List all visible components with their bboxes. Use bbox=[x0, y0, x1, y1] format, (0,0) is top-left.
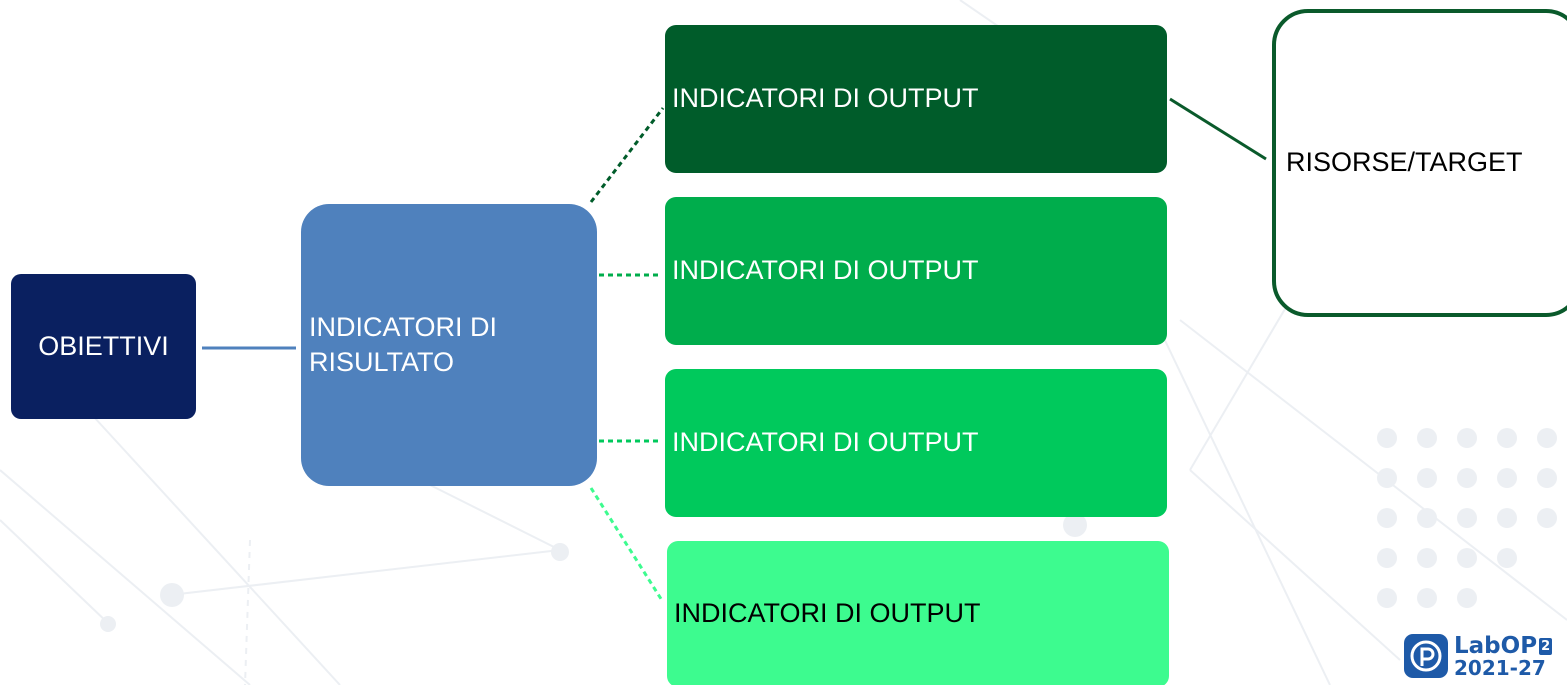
node-output-4-label: INDICATORI DI OUTPUT bbox=[674, 598, 981, 629]
pattern-dot bbox=[1537, 468, 1557, 488]
node-indicatori-di-output-4: INDICATORI DI OUTPUT bbox=[667, 541, 1169, 685]
pattern-dot bbox=[1417, 508, 1437, 528]
pattern-dot bbox=[1537, 508, 1557, 528]
pattern-dot bbox=[1497, 468, 1517, 488]
pattern-dot bbox=[1457, 468, 1477, 488]
logo-name: LabOP 2 bbox=[1454, 632, 1553, 659]
pattern-dot bbox=[1377, 468, 1397, 488]
pattern-dot bbox=[1377, 548, 1397, 568]
pattern-dot bbox=[1377, 428, 1397, 448]
pattern-dot bbox=[1497, 428, 1517, 448]
node-obiettivi-label: OBIETTIVI bbox=[38, 330, 169, 361]
node-risorse-target: RISORSE/TARGET bbox=[1272, 9, 1567, 317]
node-risorse-target-label: RISORSE/TARGET bbox=[1286, 147, 1523, 178]
pattern-dot bbox=[1417, 468, 1437, 488]
connector-risultato-output-1 bbox=[589, 107, 665, 203]
labop-logo-icon bbox=[1404, 634, 1448, 678]
node-indicatori-di-risultato: INDICATORI DI RISULTATO bbox=[301, 204, 597, 486]
pattern-dot bbox=[1497, 548, 1517, 568]
pattern-dot bbox=[1457, 508, 1477, 528]
connector-output-1-risorse bbox=[1169, 97, 1267, 161]
node-indicatori-di-risultato-label: INDICATORI DI RISULTATO bbox=[309, 311, 498, 377]
pattern-dot bbox=[1377, 508, 1397, 528]
node-output-2-label: INDICATORI DI OUTPUT bbox=[672, 255, 979, 286]
pattern-dot bbox=[1537, 428, 1557, 448]
node-obiettivi: OBIETTIVI bbox=[11, 274, 196, 419]
node-indicatori-di-output-1: INDICATORI DI OUTPUT bbox=[665, 25, 1167, 173]
pattern-dot bbox=[1497, 508, 1517, 528]
labop-p-icon bbox=[1410, 640, 1442, 672]
pattern-dot bbox=[1417, 548, 1437, 568]
connector-risultato-output-4 bbox=[589, 487, 665, 603]
pattern-dot bbox=[1417, 588, 1437, 608]
pattern-dot bbox=[1417, 428, 1437, 448]
node-indicatori-di-output-2: INDICATORI DI OUTPUT bbox=[665, 197, 1167, 345]
node-output-3-label: INDICATORI DI OUTPUT bbox=[672, 427, 979, 458]
pattern-dot bbox=[1377, 588, 1397, 608]
pattern-dot bbox=[1457, 428, 1477, 448]
pattern-dot bbox=[1457, 588, 1477, 608]
logo-badge: 2 bbox=[1539, 637, 1553, 655]
node-output-1-label: INDICATORI DI OUTPUT bbox=[672, 83, 979, 114]
pattern-dot bbox=[1457, 548, 1477, 568]
node-indicatori-di-output-3: INDICATORI DI OUTPUT bbox=[665, 369, 1167, 517]
labop-logo: LabOP 2 2021-27 bbox=[1404, 630, 1564, 682]
logo-name-text: LabOP bbox=[1454, 632, 1538, 659]
logo-years: 2021-27 bbox=[1454, 655, 1546, 680]
